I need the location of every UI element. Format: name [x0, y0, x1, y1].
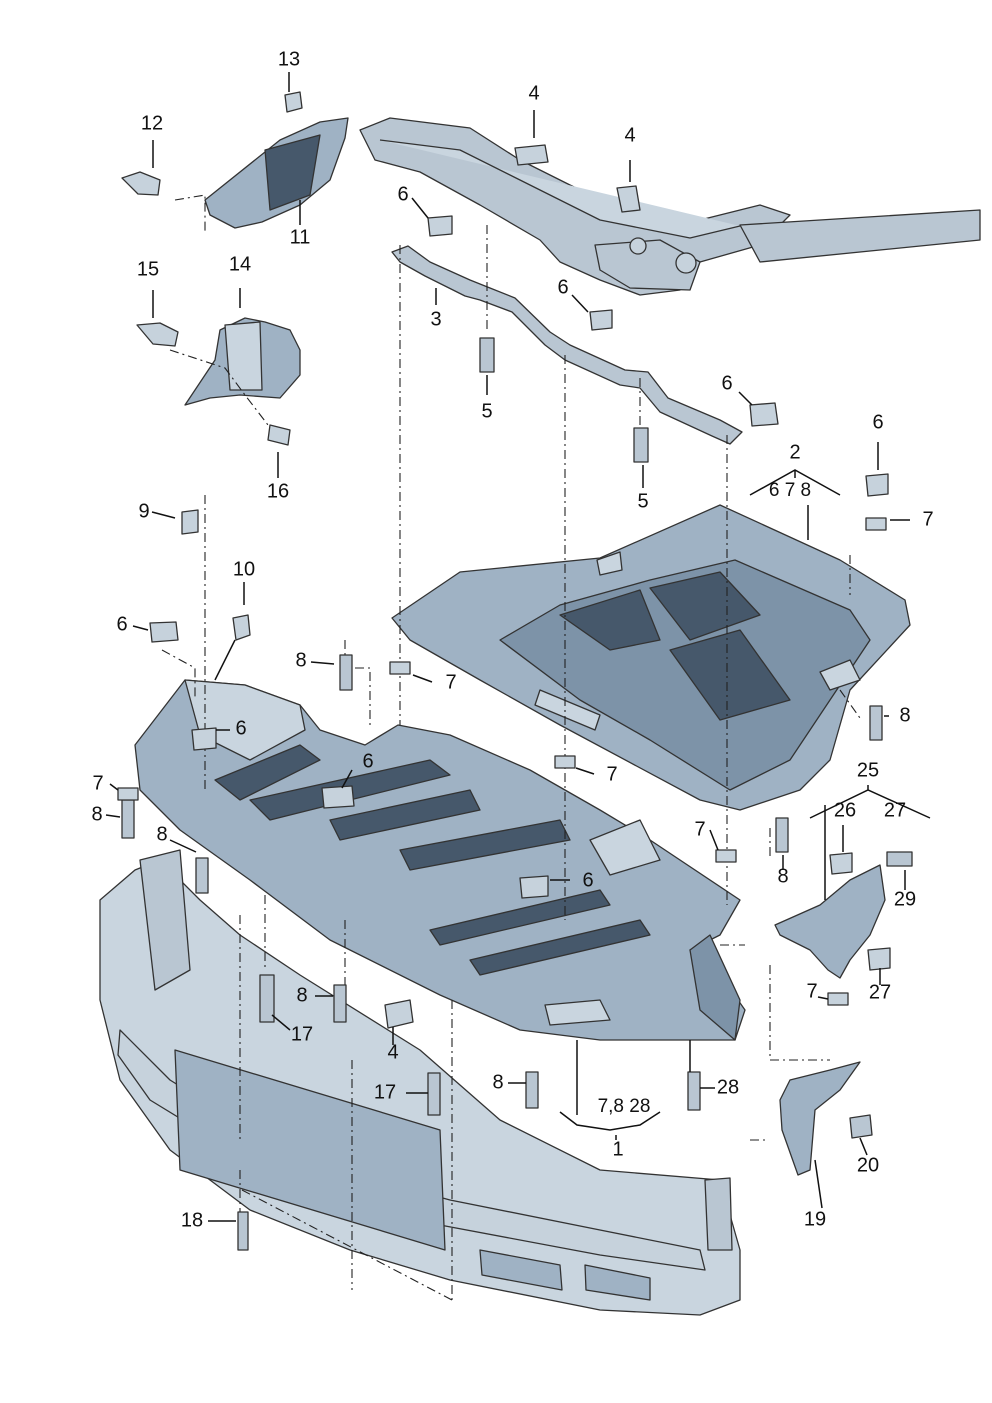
label-8-b: 8: [899, 704, 910, 726]
label-2: 2: [789, 441, 800, 463]
part-labels: 13 12 11 4 4 15 14 6 3 6 5 16 6 5 2 6 7 …: [91, 48, 933, 1231]
label-8-c: 8: [91, 803, 102, 825]
bracket-strip: [391, 245, 743, 445]
label-19: 19: [804, 1208, 826, 1230]
bracket-19: [779, 1061, 861, 1176]
label-4-top: 4: [528, 82, 539, 104]
label-8-g: 8: [492, 1071, 503, 1093]
label-5-a: 5: [481, 400, 492, 422]
label-6-h: 6: [582, 869, 593, 891]
label-1-subparts: 7,8 28: [598, 1096, 651, 1117]
fasteners: [117, 91, 913, 1251]
label-6-f: 6: [235, 717, 246, 739]
label-7-b: 7: [445, 671, 456, 693]
leader-lines: [105, 72, 931, 1222]
label-8-d: 8: [156, 823, 167, 845]
label-28: 28: [717, 1076, 739, 1098]
label-10: 10: [233, 558, 255, 580]
label-6-e: 6: [116, 613, 127, 635]
label-7-e: 7: [694, 818, 705, 840]
label-9: 9: [138, 500, 149, 522]
label-4-low: 4: [387, 1041, 398, 1063]
label-6-d: 6: [872, 411, 883, 433]
label-3: 3: [430, 308, 441, 330]
label-8-e: 8: [777, 865, 788, 887]
label-6-a: 6: [397, 183, 408, 205]
label-15: 15: [137, 258, 159, 280]
label-18: 18: [181, 1209, 203, 1231]
label-7-c: 7: [92, 772, 103, 794]
label-17-a: 17: [291, 1023, 313, 1045]
label-12: 12: [141, 112, 163, 134]
label-7-d: 7: [606, 763, 617, 785]
label-20: 20: [857, 1154, 879, 1176]
label-29: 29: [894, 888, 916, 910]
label-5-b: 5: [637, 490, 648, 512]
label-1: 1: [612, 1138, 623, 1160]
assembly-lines: [161, 194, 861, 1301]
subframe: [359, 117, 981, 296]
label-14: 14: [229, 253, 251, 275]
front-bumper: [99, 849, 741, 1316]
bracket-25: [774, 864, 886, 979]
label-6-g: 6: [362, 750, 373, 772]
label-6-c: 6: [721, 372, 732, 394]
label-17-b: 17: [374, 1081, 396, 1103]
label-6-b: 6: [557, 276, 568, 298]
label-8-f: 8: [296, 984, 307, 1006]
label-4-mid: 4: [624, 124, 635, 146]
label-2-subparts: 6 7 8: [769, 480, 811, 501]
label-7-a: 7: [922, 508, 933, 530]
label-27-top: 27: [884, 799, 906, 821]
rear-underbody-panel: [391, 504, 911, 811]
label-11: 11: [290, 226, 311, 248]
label-16: 16: [267, 480, 289, 502]
label-13: 13: [278, 48, 300, 70]
label-8-a: 8: [295, 649, 306, 671]
label-27-bottom: 27: [869, 981, 891, 1003]
label-7-f: 7: [806, 980, 817, 1002]
label-25: 25: [857, 759, 879, 781]
label-26: 26: [834, 799, 856, 821]
